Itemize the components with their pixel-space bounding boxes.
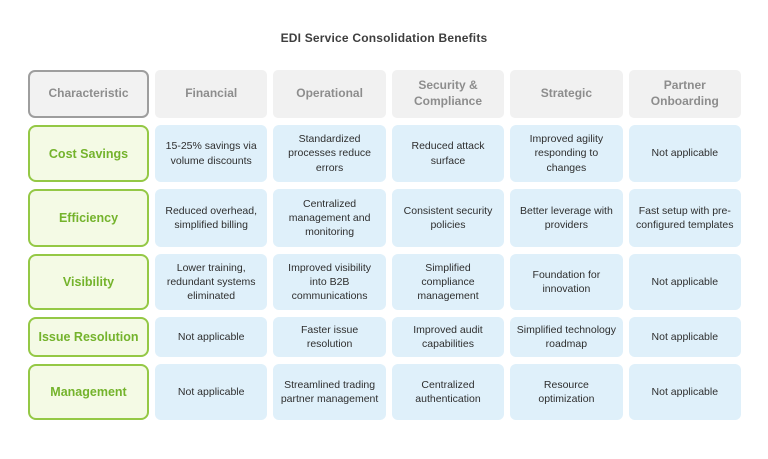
cell-cost-savings-security: Reduced attack surface <box>391 125 505 182</box>
cell-issue-resolution-security: Improved audit capabilities <box>391 317 505 357</box>
row-label-issue-resolution: Issue Resolution <box>28 317 149 357</box>
row-label-management: Management <box>28 364 149 420</box>
cell-efficiency-security: Consistent security policies <box>391 189 505 247</box>
cell-management-onboarding: Not applicable <box>628 364 741 420</box>
cell-issue-resolution-operational: Faster issue resolution <box>273 317 386 357</box>
cell-visibility-financial: Lower training, redundant systems elimin… <box>155 254 268 310</box>
cell-efficiency-operational: Centralized management and monitoring <box>273 189 386 247</box>
cell-management-strategic: Resource optimization <box>510 364 623 420</box>
diagram-title: EDI Service Consolidation Benefits <box>280 31 488 45</box>
cell-cost-savings-onboarding: Not applicable <box>628 125 741 182</box>
column-header-partner-onboarding: Partner Onboarding <box>628 70 741 118</box>
row-label-cost-savings: Cost Savings <box>28 125 149 182</box>
cell-cost-savings-financial: 15-25% savings via volume discounts <box>155 125 268 182</box>
cell-visibility-onboarding: Not applicable <box>628 254 741 310</box>
cell-management-financial: Not applicable <box>155 364 268 420</box>
column-header-characteristic: Characteristic <box>28 70 149 118</box>
column-header-financial: Financial <box>155 70 268 118</box>
cell-management-security: Centralized authentication <box>391 364 505 420</box>
row-label-efficiency: Efficiency <box>28 189 149 247</box>
column-header-operational: Operational <box>273 70 386 118</box>
cell-efficiency-strategic: Better leverage with providers <box>510 189 623 247</box>
cell-efficiency-onboarding: Fast setup with pre-configured templates <box>628 189 741 247</box>
row-label-visibility: Visibility <box>28 254 149 310</box>
cell-management-operational: Streamlined trading partner management <box>273 364 386 420</box>
cell-efficiency-financial: Reduced overhead, simplified billing <box>155 189 268 247</box>
cell-issue-resolution-financial: Not applicable <box>155 317 268 357</box>
cell-issue-resolution-strategic: Simplified technology roadmap <box>510 317 623 357</box>
cell-issue-resolution-onboarding: Not applicable <box>628 317 741 357</box>
cell-visibility-operational: Improved visibility into B2B communicati… <box>273 254 386 310</box>
column-header-strategic: Strategic <box>510 70 623 118</box>
cell-cost-savings-strategic: Improved agility responding to changes <box>510 125 623 182</box>
cell-cost-savings-operational: Standardized processes reduce errors <box>273 125 386 182</box>
cell-visibility-security: Simplified compliance management <box>391 254 505 310</box>
cell-visibility-strategic: Foundation for innovation <box>510 254 623 310</box>
column-header-security-compliance: Security & Compliance <box>391 70 505 118</box>
benefits-matrix: Characteristic Financial Operational Sec… <box>28 70 741 420</box>
